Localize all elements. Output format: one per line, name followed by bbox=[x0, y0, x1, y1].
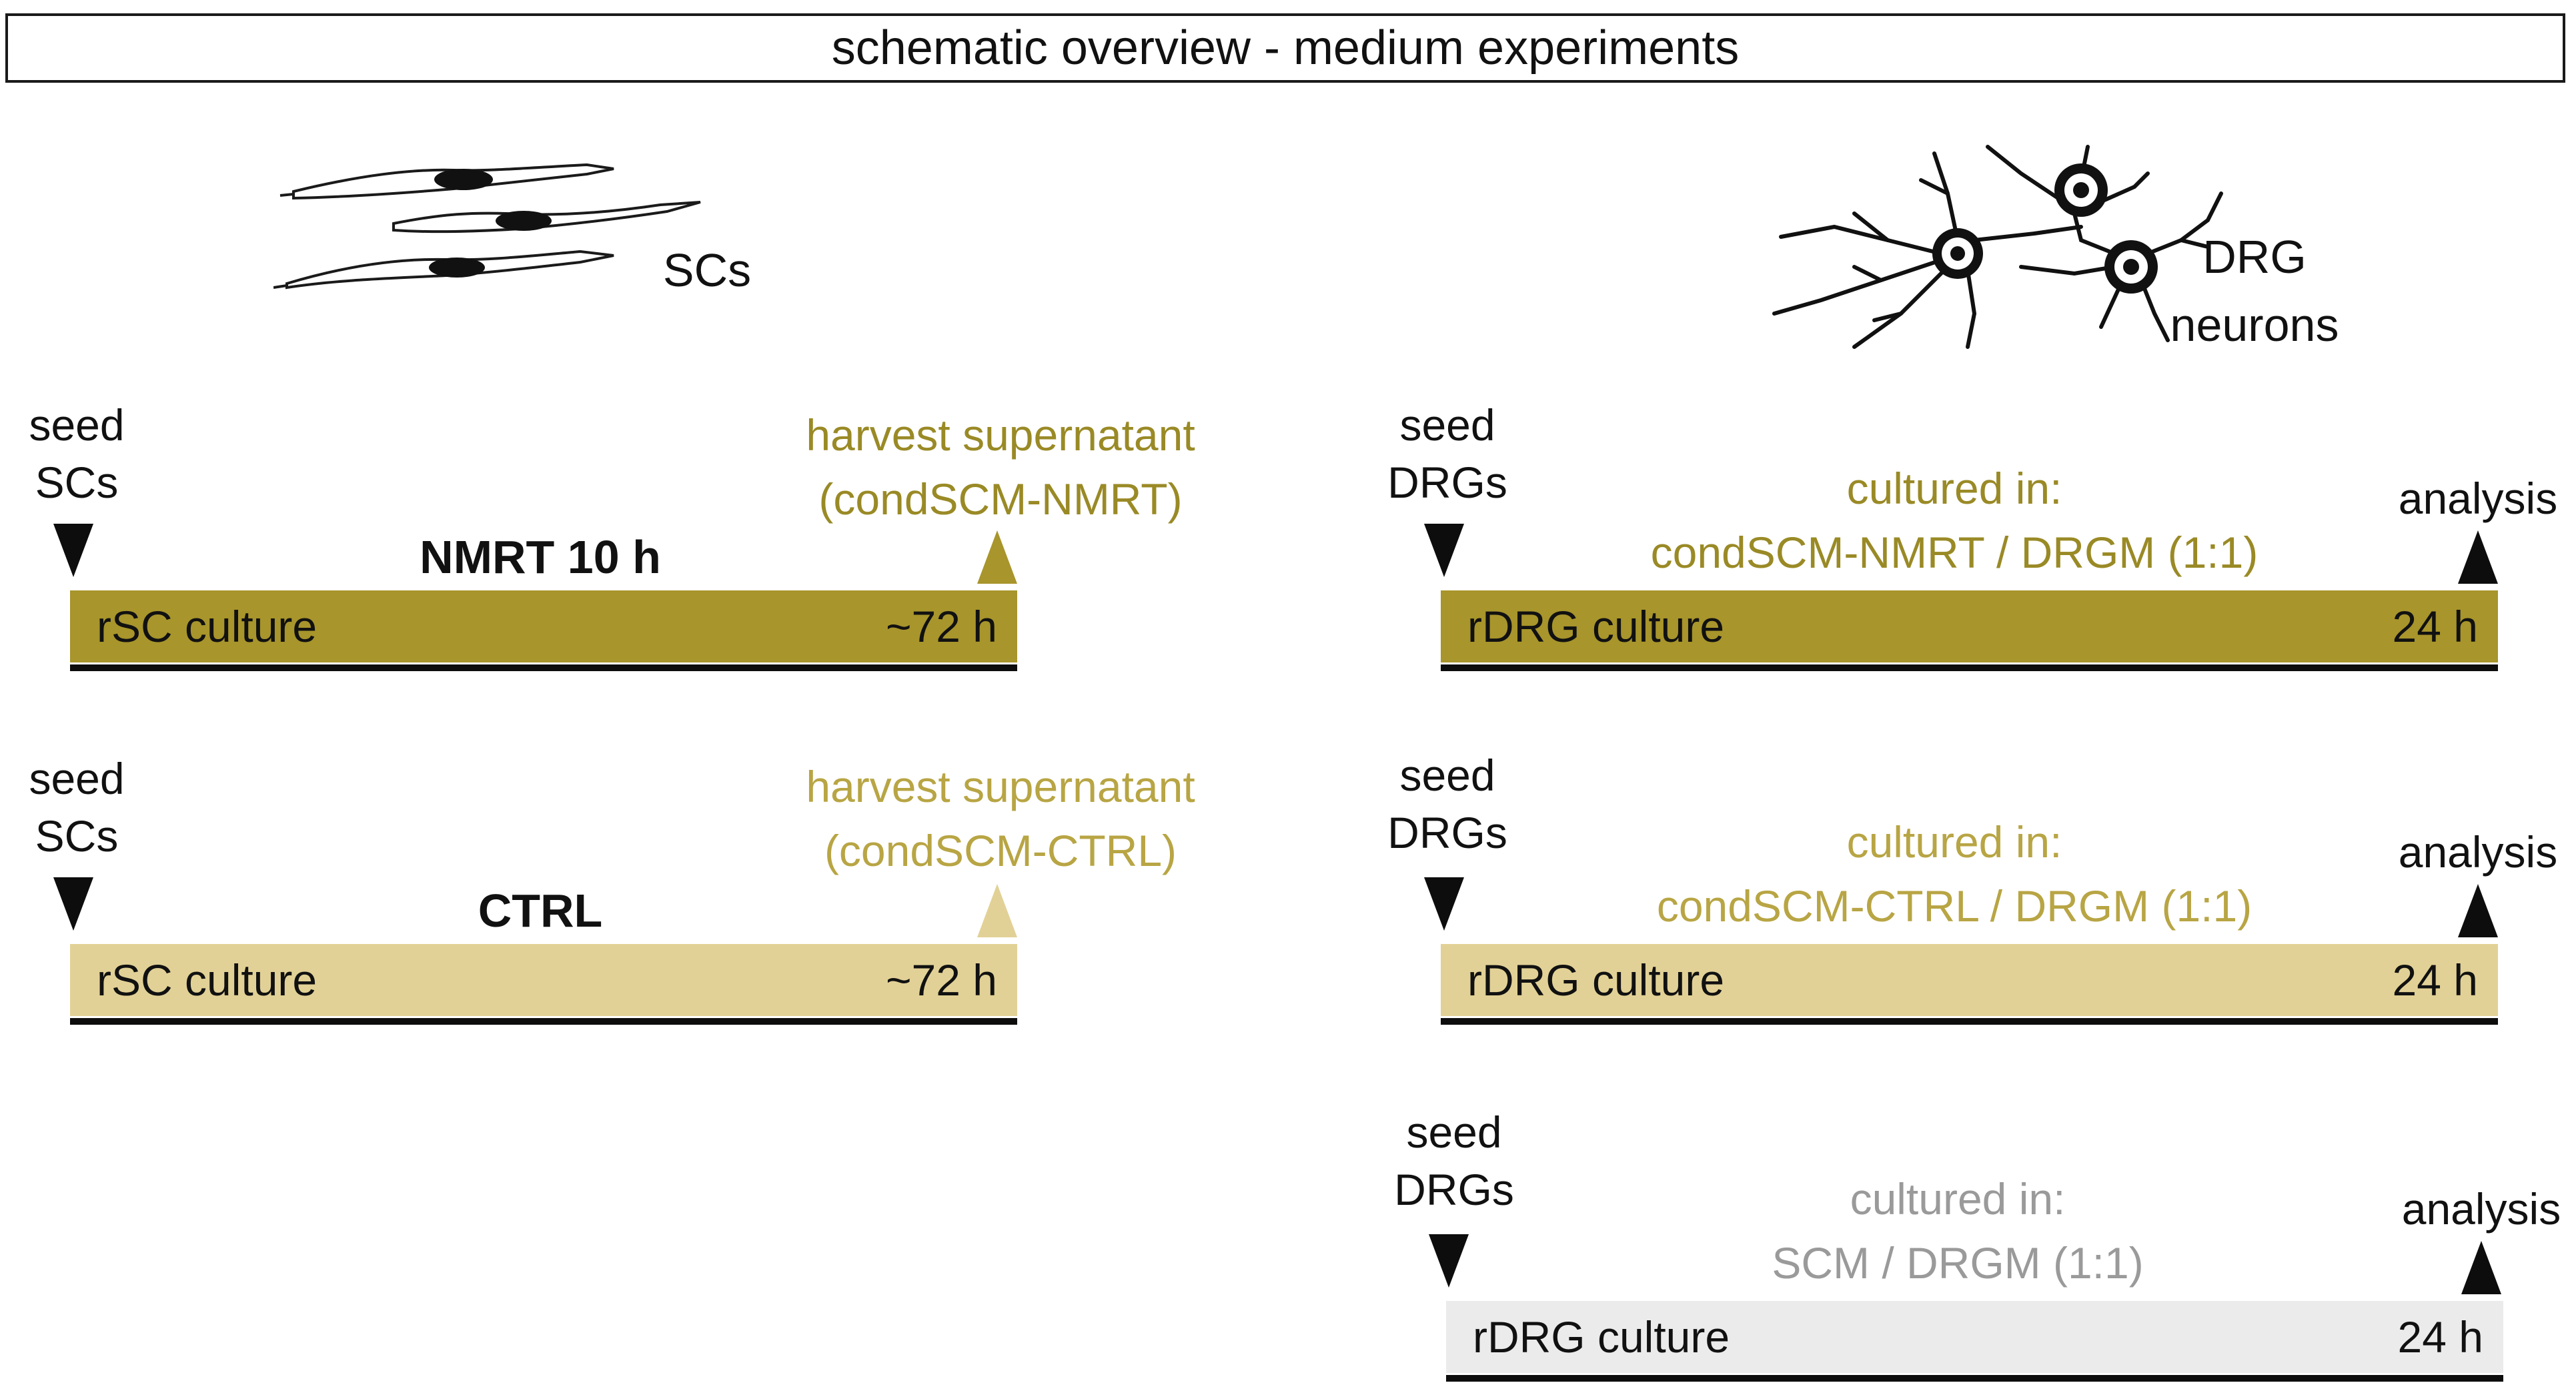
experiment-label-nmrt: NMRT 10 h bbox=[420, 531, 661, 583]
analysis-arrow-icon bbox=[2458, 530, 2498, 584]
seed-arrow-icon bbox=[53, 524, 93, 577]
schwann-cells-illustration bbox=[273, 163, 701, 290]
harvest-label-ctrl: harvest supernatant (condSCM-CTRL) bbox=[806, 762, 1195, 875]
drg-neurons-label: DRG neurons bbox=[2170, 231, 2339, 351]
diagram-title: schematic overview - medium experiments bbox=[5, 13, 2565, 83]
schwann-cells-label: SCs bbox=[662, 244, 752, 296]
analysis-label: analysis bbox=[2398, 827, 2558, 877]
culture-label: rSC culture bbox=[97, 602, 317, 651]
analysis-label: analysis bbox=[2398, 474, 2558, 523]
culture-bar-rsc-ctrl: rSC culture ~72 h bbox=[70, 944, 1017, 1016]
duration-label: 24 h bbox=[2392, 602, 2478, 651]
seed-arrow-icon bbox=[53, 877, 93, 931]
seed-drgs-label: seed DRGs bbox=[1394, 1107, 1514, 1214]
nucleus-icon bbox=[496, 211, 552, 231]
seed-scs-label: seed SCs bbox=[29, 400, 125, 507]
drg-neurons-illustration bbox=[1772, 145, 2223, 349]
duration-label: ~72 h bbox=[886, 955, 997, 1005]
culture-bar-rsc-nmrt: rSC culture ~72 h bbox=[70, 590, 1017, 662]
culture-bar-rdrg-nmrt: rDRG culture 24 h bbox=[1441, 590, 2498, 662]
duration-label: ~72 h bbox=[886, 602, 997, 651]
seed-drgs-label: seed DRGs bbox=[1387, 400, 1507, 507]
seed-scs-label: seed SCs bbox=[29, 754, 125, 861]
timeline-baseline bbox=[1446, 1375, 2503, 1382]
duration-label: 24 h bbox=[2397, 1312, 2483, 1362]
seed-arrow-icon bbox=[1424, 877, 1464, 931]
seed-arrow-icon bbox=[1424, 524, 1464, 577]
culture-bar-rdrg-scm: rDRG culture 24 h bbox=[1446, 1301, 2503, 1373]
cultured-in-label-scm: cultured in: SCM / DRGM (1:1) bbox=[1772, 1174, 2144, 1288]
culture-bar-rdrg-ctrl: rDRG culture 24 h bbox=[1441, 944, 2498, 1016]
harvest-label-nmrt: harvest supernatant (condSCM-NMRT) bbox=[806, 410, 1195, 524]
timeline-baseline bbox=[1441, 1018, 2498, 1025]
experiment-label-ctrl: CTRL bbox=[478, 885, 603, 937]
culture-label: rDRG culture bbox=[1473, 1312, 1730, 1362]
culture-label: rDRG culture bbox=[1467, 602, 1725, 651]
cultured-in-label-nmrt: cultured in: condSCM-NMRT / DRGM (1:1) bbox=[1650, 464, 2259, 577]
duration-label: 24 h bbox=[2392, 955, 2478, 1005]
culture-label: rDRG culture bbox=[1467, 955, 1725, 1005]
harvest-arrow-icon bbox=[977, 884, 1017, 937]
nucleus-icon bbox=[429, 258, 485, 278]
analysis-label: analysis bbox=[2401, 1184, 2561, 1234]
analysis-arrow-icon bbox=[2461, 1241, 2501, 1294]
timeline-baseline bbox=[70, 1018, 1017, 1025]
harvest-arrow-icon bbox=[977, 530, 1017, 584]
timeline-baseline bbox=[70, 664, 1017, 671]
analysis-arrow-icon bbox=[2458, 884, 2498, 937]
culture-label: rSC culture bbox=[97, 955, 317, 1005]
seed-drgs-label: seed DRGs bbox=[1387, 751, 1507, 857]
timeline-baseline bbox=[1441, 664, 2498, 671]
cultured-in-label-ctrl: cultured in: condSCM-CTRL / DRGM (1:1) bbox=[1656, 817, 2252, 931]
nucleus-icon bbox=[434, 169, 493, 190]
seed-arrow-icon bbox=[1429, 1234, 1469, 1288]
